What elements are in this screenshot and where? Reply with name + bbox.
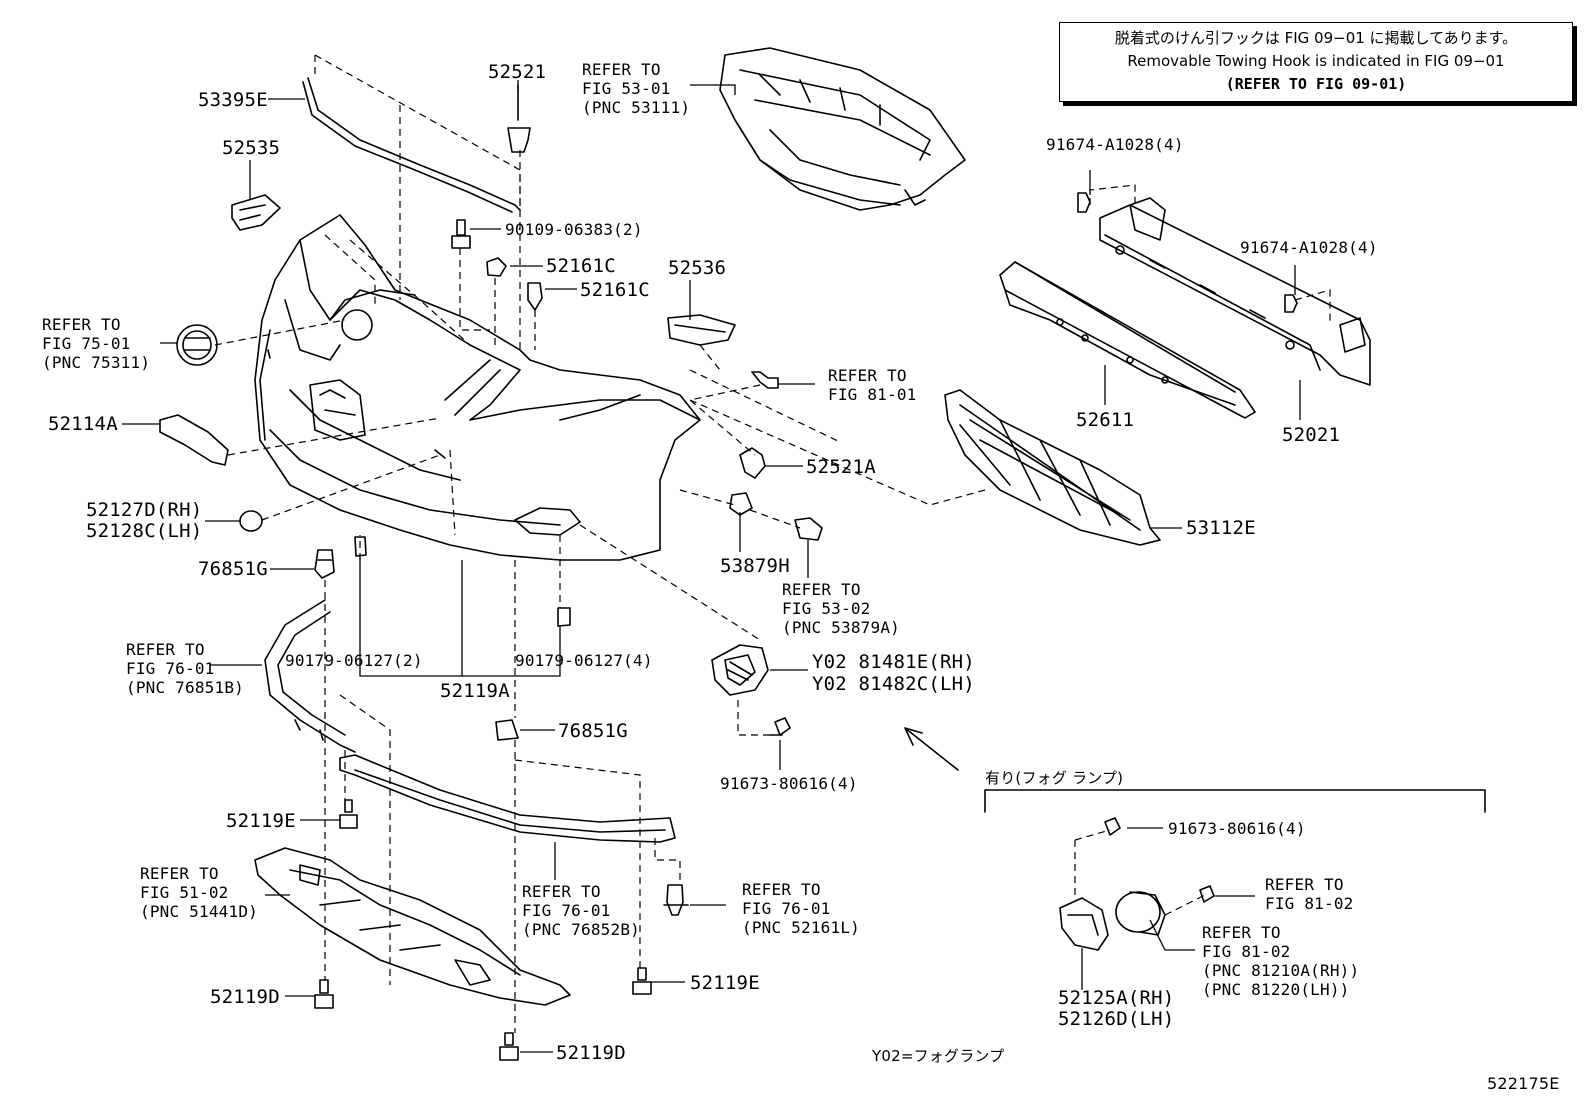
part-52536[interactable]: 52536: [668, 257, 727, 279]
part-52119d-bottom[interactable]: 52119D: [556, 1042, 626, 1064]
note-line-english: Removable Towing Hook is indicated in FI…: [1127, 52, 1505, 70]
part-91674-a1028-upper[interactable]: 91674-A1028(4): [1046, 135, 1184, 154]
part-52114a[interactable]: 52114A: [48, 413, 118, 435]
ref-line: (PNC 53111): [582, 98, 691, 117]
part-91673-80616-fog[interactable]: 91673-80616(4): [1168, 819, 1306, 838]
fog-cover-drawing: [711, 644, 769, 696]
ref-line: REFER TO: [828, 366, 907, 385]
ref-line: REFER TO: [742, 880, 821, 899]
part-52119e-right[interactable]: 52119E: [690, 972, 760, 994]
ref-line: REFER TO: [782, 580, 861, 599]
part-52521a[interactable]: 52521A: [806, 456, 876, 478]
part-y02-81482c-lh[interactable]: Y02 81482C(LH): [812, 673, 975, 695]
part-52119e-left[interactable]: 52119E: [226, 810, 296, 832]
ref-line: (PNC 53879A): [782, 618, 900, 637]
part-53395e[interactable]: 53395E: [198, 89, 268, 111]
ref-line: (PNC 76852B): [522, 920, 640, 939]
ref-line: FIG 81-01: [828, 385, 917, 404]
part-52119d-left[interactable]: 52119D: [210, 986, 280, 1008]
part-52127d-rh[interactable]: 52127D(RH): [86, 499, 203, 521]
ref-line: REFER TO: [582, 60, 661, 79]
ref-line: (PNC 52161L): [742, 918, 860, 937]
reinforcement-52021-drawing: [1099, 197, 1371, 386]
ref-line: (PNC 75311): [42, 353, 151, 372]
part-76851g-upper[interactable]: 76851G: [198, 558, 268, 580]
part-y02-81481e-rh[interactable]: Y02 81481E(RH): [812, 651, 975, 673]
lower-garnish-drawing: [339, 754, 676, 843]
ref-line: REFER TO: [522, 882, 601, 901]
part-90109-06383[interactable]: 90109-06383(2): [505, 220, 643, 239]
ref-line: FIG 51-02: [140, 883, 229, 902]
part-52535[interactable]: 52535: [222, 137, 281, 159]
ref-line: FIG 81-02: [1202, 942, 1291, 961]
part-53879h[interactable]: 53879H: [720, 555, 790, 577]
part-53112e[interactable]: 53112E: [1186, 517, 1256, 539]
y02-legend: Y02=フォグランプ: [872, 1047, 1005, 1065]
ref-line: FIG 81-02: [1265, 894, 1354, 913]
part-52161c-lower[interactable]: 52161C: [580, 279, 650, 301]
figure-code: 522175E: [1487, 1074, 1560, 1093]
part-91674-a1028-lower[interactable]: 91674-A1028(4): [1240, 238, 1378, 257]
part-52125a-rh[interactable]: 52125A(RH): [1058, 987, 1175, 1009]
bracket-52536-drawing: [667, 314, 736, 346]
ref-line: REFER TO: [126, 640, 205, 659]
absorber-52611-drawing: [999, 261, 1256, 419]
ref-line: REFER TO: [140, 864, 219, 883]
ref-line: FIG 76-01: [126, 659, 215, 678]
under-cover-drawing: [254, 847, 571, 1006]
part-90179-06127-2[interactable]: 90179-06127(2): [285, 651, 423, 670]
ref-line: FIG 53-01: [582, 79, 671, 98]
spoiler-drawing: [264, 599, 356, 753]
ref-line: FIG 76-01: [742, 899, 831, 918]
part-52119a[interactable]: 52119A: [440, 680, 510, 702]
emblem-drawing: [176, 324, 218, 366]
bracket-52535-drawing: [231, 194, 281, 231]
plate-52114a-drawing: [159, 414, 229, 466]
ref-line: REFER TO: [1202, 923, 1281, 942]
cap-52127d-drawing: [239, 510, 263, 532]
clip-52521-drawing: [507, 84, 531, 153]
ref-line: (PNC 81220(LH)): [1202, 980, 1350, 999]
part-52611[interactable]: 52611: [1076, 409, 1135, 431]
ref-line: REFER TO: [42, 315, 121, 334]
clip-52521a-drawing: [739, 447, 766, 479]
part-90179-06127-4[interactable]: 90179-06127(4): [515, 651, 653, 670]
direction-arrow: [904, 727, 959, 771]
note-line-reference[interactable]: (REFER TO FIG 09-01): [1225, 75, 1407, 93]
towing-hook-note: 脱着式のけん引フックは FIG 09−01 に掲載してあります。 Removab…: [1059, 22, 1573, 102]
part-52521[interactable]: 52521: [488, 61, 547, 83]
clip-76851g-a-drawing: [314, 549, 335, 579]
upper-grille-drawing: [719, 47, 966, 211]
strip-53395e-drawing: [302, 77, 521, 213]
clip-53879h-drawing: [729, 492, 753, 516]
part-52126d-lh[interactable]: 52126D(LH): [1058, 1008, 1175, 1030]
part-52021[interactable]: 52021: [1282, 424, 1341, 446]
part-76851g-lower[interactable]: 76851G: [558, 720, 628, 742]
part-52128c-lh[interactable]: 52128C(LH): [86, 520, 203, 542]
fog-lamp-option-header: 有り(フォグ ランプ): [985, 769, 1124, 787]
ref-line: REFER TO: [1265, 875, 1344, 894]
part-91673-80616-front[interactable]: 91673-80616(4): [720, 774, 858, 793]
part-52161c-upper[interactable]: 52161C: [546, 255, 616, 277]
ref-line: (PNC 76851B): [126, 678, 244, 697]
note-line-japanese: 脱着式のけん引フックは FIG 09−01 に掲載してあります。: [1114, 29, 1518, 47]
ref-line: (PNC 51441D): [140, 902, 258, 921]
ref-line: (PNC 81210A(RH)): [1202, 961, 1360, 980]
lower-grille-53112e-drawing: [944, 389, 1161, 546]
ref-line: FIG 53-02: [782, 599, 871, 618]
ref-line: FIG 75-01: [42, 334, 131, 353]
ref-line: FIG 76-01: [522, 901, 611, 920]
bumper-cover-drawing: [254, 214, 701, 561]
